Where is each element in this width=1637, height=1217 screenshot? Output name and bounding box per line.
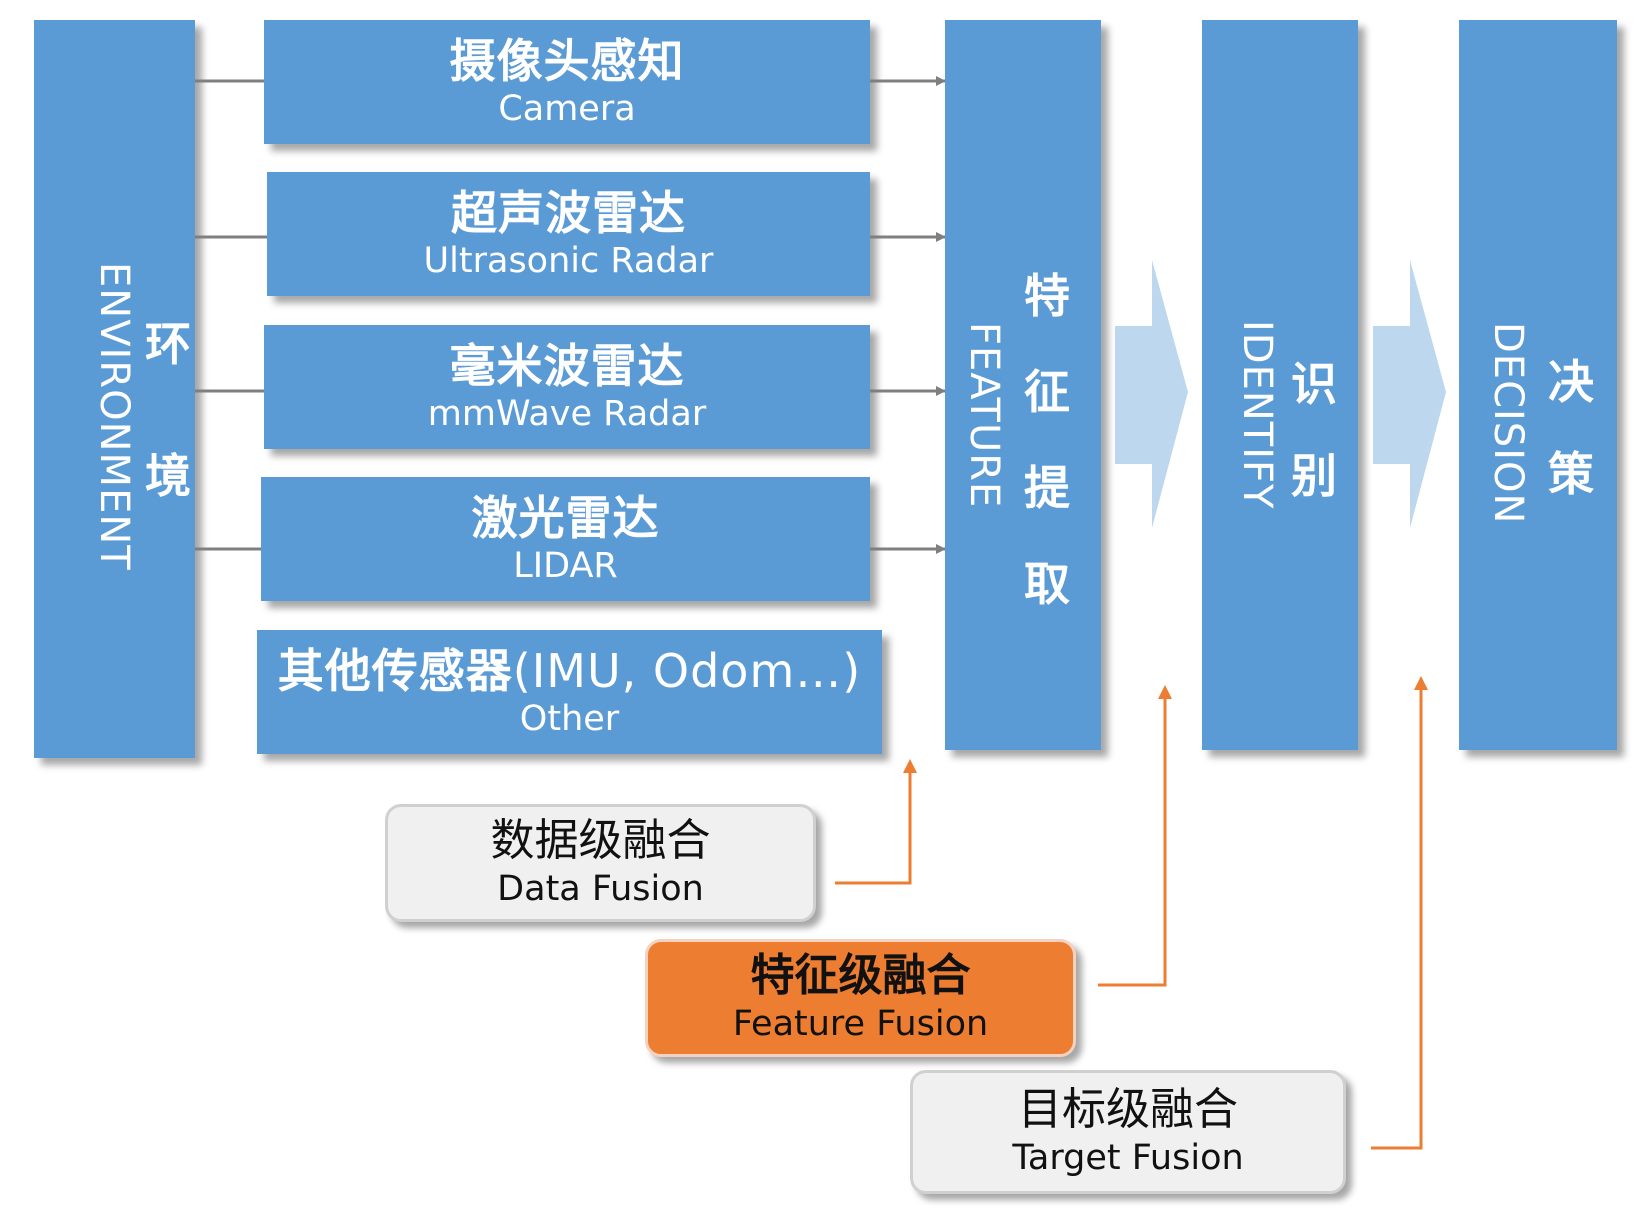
sensor-camera: 摄像头感知 Camera	[264, 20, 870, 144]
target-fusion-en: Target Fusion	[1012, 1138, 1244, 1178]
target-fusion-arrow	[1371, 676, 1428, 1150]
sensor-lidar: 激光雷达 LIDAR	[261, 477, 870, 601]
environment-zh-char-2: 境	[145, 449, 191, 503]
sensor-ultrasonic-zh: 超声波雷达	[451, 186, 686, 240]
feature-fusion-box: 特征级融合 Feature Fusion	[645, 939, 1076, 1057]
feature-fusion-arrow	[1098, 685, 1172, 987]
sensor-other-zh: 其他传感器(IMU, Odom…)	[278, 644, 861, 698]
data-fusion-en: Data Fusion	[497, 869, 704, 909]
identify-zh-label: 识 别	[1284, 360, 1344, 500]
feature-fusion-en: Feature Fusion	[732, 1004, 989, 1044]
sensor-other-en: Other	[519, 699, 620, 739]
environment-zh-char-1: 环	[145, 317, 191, 371]
feature-fusion-zh: 特征级融合	[750, 950, 971, 1001]
decision-zh-char-2: 策	[1548, 447, 1594, 501]
sensor-other: 其他传感器(IMU, Odom…) Other	[257, 630, 882, 754]
environment-zh-label: 环 境	[138, 320, 198, 500]
data-fusion-arrow	[835, 759, 917, 885]
sensor-mmwave-en: mmWave Radar	[427, 394, 707, 434]
feature-block: FEATURE 特 征 提 取	[945, 20, 1101, 750]
identify-block: IDENTIFY 识 别	[1202, 20, 1358, 750]
feature-zh-char-4: 取	[1024, 557, 1070, 611]
feature-zh-label: 特 征 提 取	[1017, 272, 1077, 608]
target-fusion-box: 目标级融合 Target Fusion	[910, 1070, 1346, 1194]
sensor-other-zh-suffix: (IMU, Odom…)	[512, 644, 862, 698]
feature-to-identify-arrow	[1115, 260, 1188, 528]
sensor-lidar-en: LIDAR	[513, 546, 618, 586]
sensor-mmwave-radar: 毫米波雷达 mmWave Radar	[264, 325, 870, 449]
sensor-lidar-zh: 激光雷达	[471, 491, 660, 545]
decision-zh-char-1: 决	[1548, 355, 1594, 409]
decision-block: DECISION 决 策	[1459, 20, 1617, 750]
sensor-ultrasonic-en: Ultrasonic Radar	[423, 241, 714, 281]
feature-zh-char-2: 征	[1024, 365, 1070, 419]
feature-zh-char-1: 特	[1024, 269, 1070, 323]
identify-zh-char-1: 识	[1291, 357, 1337, 411]
target-fusion-zh: 目标级融合	[1018, 1084, 1238, 1135]
data-fusion-box: 数据级融合 Data Fusion	[385, 804, 816, 922]
sensor-ultrasonic-radar: 超声波雷达 Ultrasonic Radar	[267, 172, 870, 296]
sensor-mmwave-zh: 毫米波雷达	[449, 339, 685, 393]
identify-zh-char-2: 别	[1291, 449, 1337, 503]
feature-zh-char-3: 提	[1024, 461, 1070, 515]
sensor-other-zh-main: 其他传感器	[277, 644, 513, 698]
data-fusion-zh: 数据级融合	[490, 815, 711, 866]
sensor-camera-zh: 摄像头感知	[449, 34, 685, 88]
sensor-camera-en: Camera	[498, 89, 636, 129]
identify-to-decision-arrow	[1373, 260, 1446, 528]
environment-block: ENVIRONMENT 环 境	[34, 20, 195, 758]
decision-zh-label: 决 策	[1541, 358, 1601, 498]
